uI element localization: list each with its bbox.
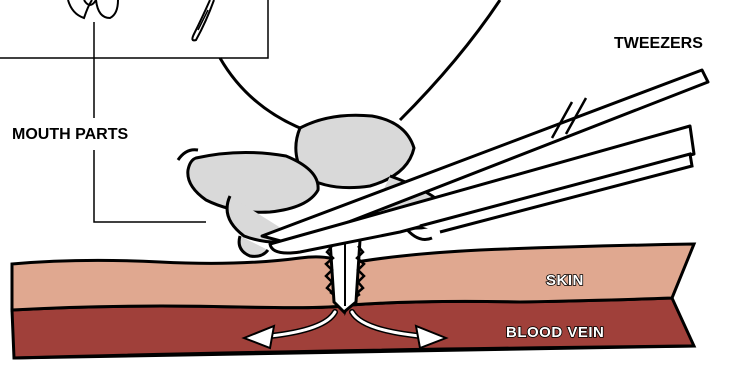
skin-label: SKIN [546,272,584,289]
tweezers-label: TWEEZERS [614,35,703,53]
mouthparts-detail-icon [68,0,118,18]
tick-abdomen-outline [220,58,310,132]
leader-line-to-head [94,150,206,222]
hypostome-detail-icon [192,0,214,40]
tick-abdomen-outline-right [400,0,500,120]
blood-vein-label: BLOOD VEIN [506,324,604,341]
inset-box [0,0,268,58]
tick-palp-left [188,152,318,212]
mouth-parts-label: MOUTH PARTS [12,126,128,144]
